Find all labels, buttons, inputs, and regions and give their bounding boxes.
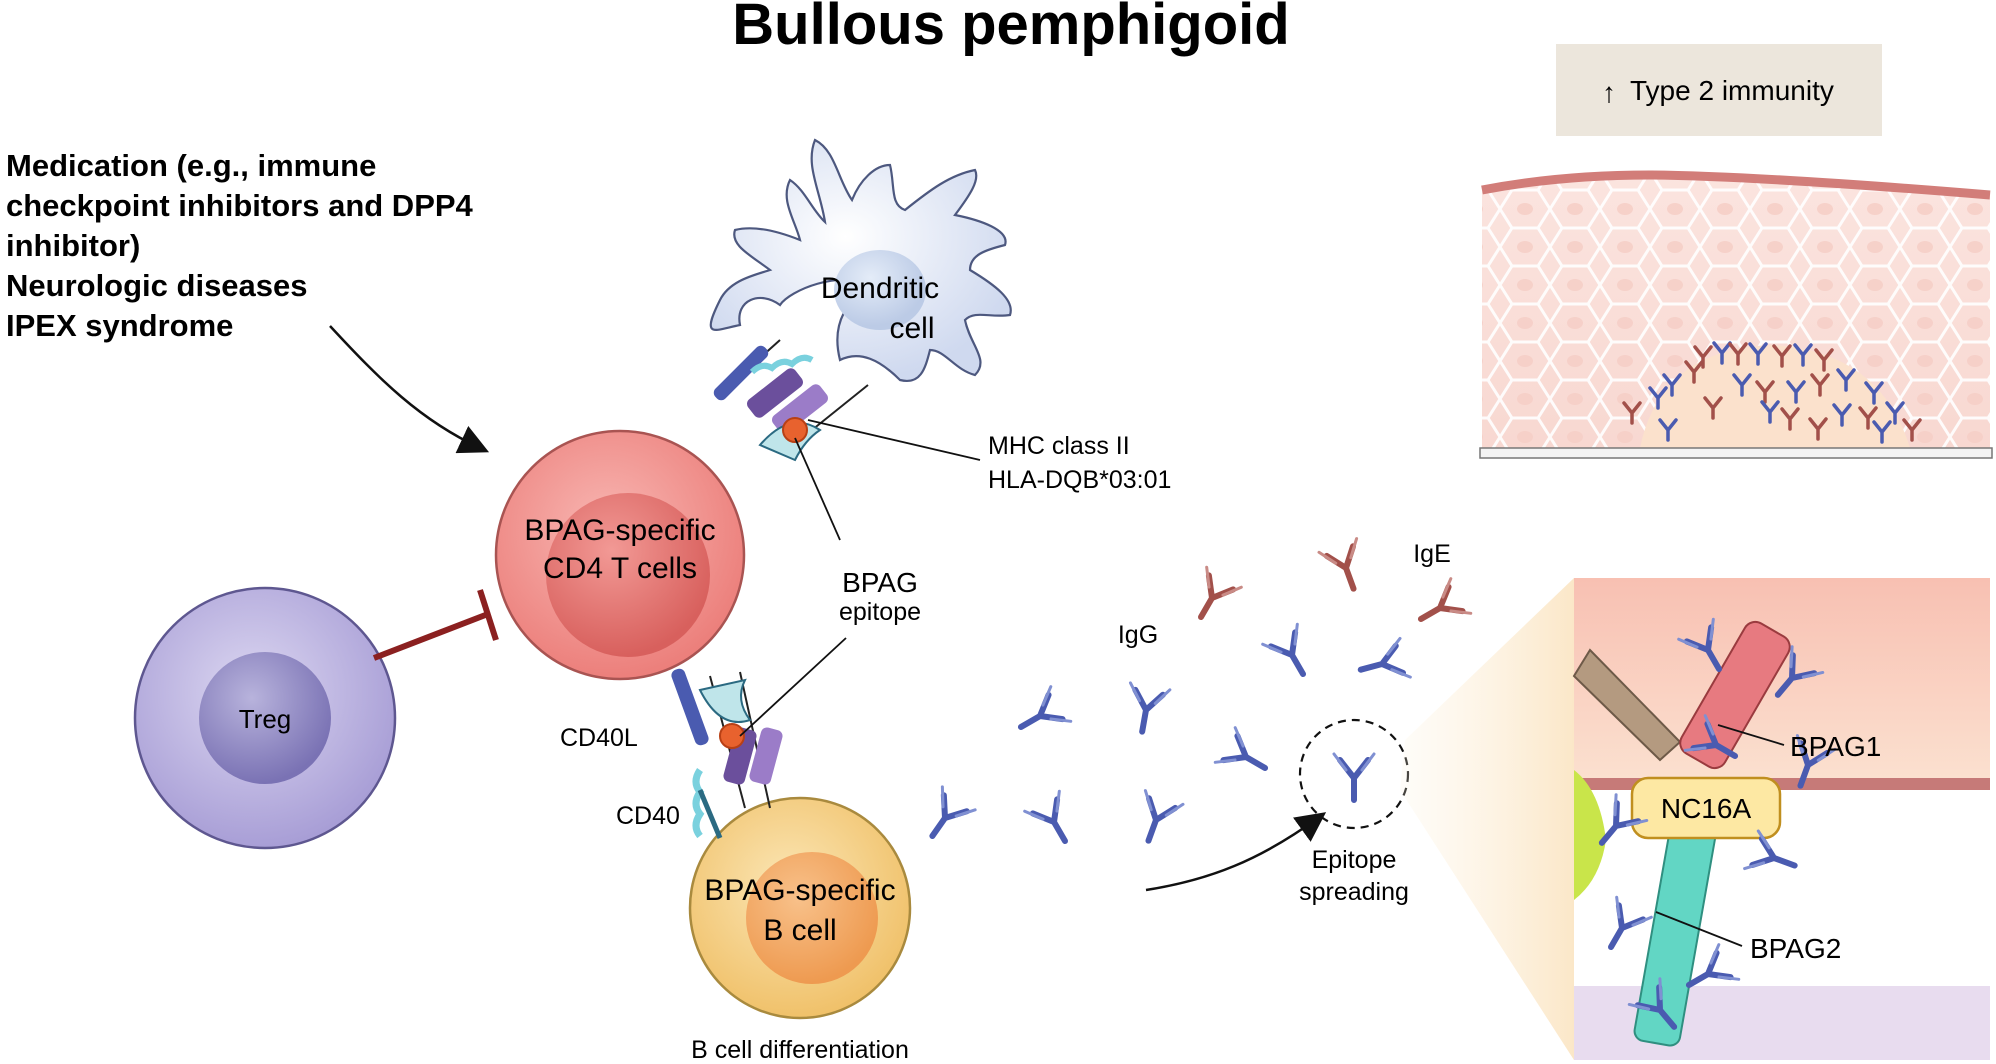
bpag2-label: BPAG2 [1750, 933, 1841, 964]
dendritic-cell [709, 138, 1012, 383]
epitope-spreading [1298, 718, 1410, 830]
page-title: Bullous pemphigoid [732, 0, 1289, 57]
cd4-t-cell [494, 429, 746, 681]
treg-label: Treg [239, 704, 292, 734]
trigger-line: Neurologic diseases [6, 268, 308, 303]
cd4-label: CD4 T cells [543, 552, 697, 585]
b-diff-label: B cell differentiation [691, 1036, 909, 1064]
b-cell [688, 796, 912, 1020]
dendritic-label: Dendritic [821, 272, 939, 305]
cd4-label: BPAG-specific [524, 514, 715, 547]
trigger-line: Medication (e.g., immune [6, 148, 376, 183]
spreading-label: spreading [1299, 878, 1409, 906]
trigger-line: inhibitor) [6, 228, 140, 263]
treg-cell [133, 586, 397, 850]
ige-label: IgE [1413, 540, 1451, 568]
dendritic-label: cell [889, 312, 934, 345]
free-antibodies [1011, 539, 1471, 851]
cd40-label: CD40 [616, 802, 680, 830]
igg-label: IgG [1118, 621, 1158, 649]
bpag1-label: BPAG1 [1790, 731, 1881, 762]
type2-label: Type 2 immunity [1630, 75, 1834, 106]
mhc-label: MHC class II [988, 432, 1130, 460]
bcell-label: B cell [763, 914, 836, 947]
mhc-label: HLA-DQB*03:01 [988, 466, 1171, 494]
up-arrow-icon: ↑ [1602, 77, 1616, 108]
epitope-label: epitope [839, 598, 921, 626]
trigger-list: Medication (e.g., immune checkpoint inhi… [6, 148, 474, 343]
trigger-arrow-icon [329, 325, 490, 454]
trigger-line: checkpoint inhibitors and DPP4 [6, 188, 474, 223]
lower-synapse [671, 668, 783, 839]
bcell-label: BPAG-specific [704, 874, 895, 907]
trigger-line: IPEX syndrome [6, 308, 233, 343]
type2-immunity-box: ↑ Type 2 immunity [1556, 44, 1882, 136]
cd40l-label: CD40L [560, 724, 638, 752]
skin-tissue [1479, 170, 1993, 459]
epitope-label: BPAG [842, 567, 918, 598]
upper-synapse [713, 339, 869, 462]
zoom-inset [1572, 578, 1990, 1060]
nc16a-label: NC16A [1661, 793, 1752, 824]
inhibition-arrow-icon [372, 589, 499, 661]
spreading-label: Epitope [1312, 846, 1397, 874]
spreading-arrow-icon [1145, 812, 1327, 892]
zoom-fan [1400, 578, 1574, 1060]
